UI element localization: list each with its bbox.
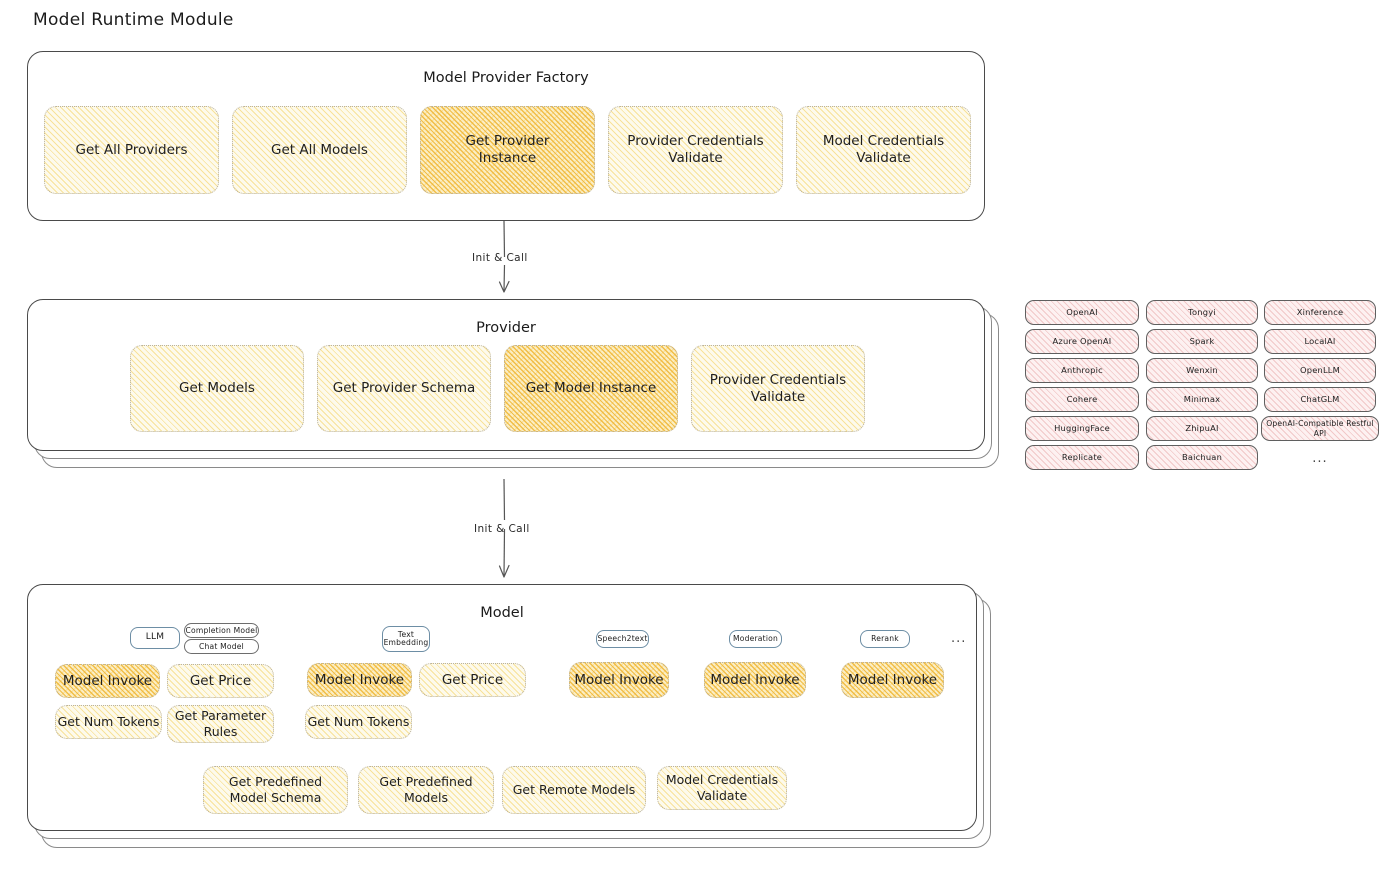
provider-tile-replicate[interactable]: Replicate xyxy=(1025,445,1139,470)
provider-tile-openai-compatible-restful-api[interactable]: OpenAI-Compatible Restful API xyxy=(1261,416,1379,441)
provider-tile-cohere[interactable]: Cohere xyxy=(1025,387,1139,412)
provider-tile-zhipuai[interactable]: ZhipuAI xyxy=(1146,416,1258,441)
method-llm-get-price[interactable]: Get Price xyxy=(167,664,274,698)
badge-llm-completion-model[interactable]: Completion Model xyxy=(184,623,259,638)
arrow-provider-to-model xyxy=(498,478,510,578)
page-title: Model Runtime Module xyxy=(33,10,234,30)
method-get-remote-models[interactable]: Get Remote Models xyxy=(502,766,646,814)
model-types-ellipsis: ... xyxy=(951,631,967,646)
section-title-factory: Model Provider Factory xyxy=(423,70,589,86)
method-model-credentials-validate[interactable]: Model Credentials Validate xyxy=(657,766,787,810)
badge-text-embedding[interactable]: Text Embedding xyxy=(382,626,430,652)
method-text-embedding-model-invoke[interactable]: Model Invoke xyxy=(307,663,412,697)
arrow-factory-to-provider xyxy=(498,220,510,293)
method-llm-get-num-tokens[interactable]: Get Num Tokens xyxy=(55,705,162,739)
method-get-predefined-models[interactable]: Get Predefined Models xyxy=(358,766,494,814)
method-get-provider-schema[interactable]: Get Provider Schema xyxy=(317,345,491,432)
badge-llm-chat-model[interactable]: Chat Model xyxy=(184,639,259,654)
provider-tile-tongyi[interactable]: Tongyi xyxy=(1146,300,1258,325)
badge-speech2text[interactable]: Speech2text xyxy=(596,630,649,648)
provider-tile-huggingface[interactable]: HuggingFace xyxy=(1025,416,1139,441)
method-provider-credentials-validate[interactable]: Provider Credentials Validate xyxy=(691,345,865,432)
method-llm-get-parameter-rules[interactable]: Get Parameter Rules xyxy=(167,705,274,743)
method-get-models[interactable]: Get Models xyxy=(130,345,304,432)
badge-llm[interactable]: LLM xyxy=(130,627,180,649)
section-title-provider: Provider xyxy=(476,320,536,336)
method-speech2text-model-invoke[interactable]: Model Invoke xyxy=(569,662,669,698)
method-get-all-providers[interactable]: Get All Providers xyxy=(44,106,219,194)
provider-tile-openllm[interactable]: OpenLLM xyxy=(1264,358,1376,383)
method-rerank-model-invoke[interactable]: Model Invoke xyxy=(841,662,944,698)
provider-tile-localai[interactable]: LocalAI xyxy=(1264,329,1376,354)
provider-tile-minimax[interactable]: Minimax xyxy=(1146,387,1258,412)
provider-list-ellipsis: ... xyxy=(1312,450,1328,466)
provider-tile-xinference[interactable]: Xinference xyxy=(1264,300,1376,325)
provider-tile-spark[interactable]: Spark xyxy=(1146,329,1258,354)
provider-tile-openai[interactable]: OpenAI xyxy=(1025,300,1139,325)
method-text-embedding-get-num-tokens[interactable]: Get Num Tokens xyxy=(305,705,412,739)
provider-tile-chatglm[interactable]: ChatGLM xyxy=(1264,387,1376,412)
method-get-model-instance[interactable]: Get Model Instance xyxy=(504,345,678,432)
provider-tile-azure-openai[interactable]: Azure OpenAI xyxy=(1025,329,1139,354)
method-model-credentials-validate-factory[interactable]: Model Credentials Validate xyxy=(796,106,971,194)
method-provider-credentials-validate-factory[interactable]: Provider Credentials Validate xyxy=(608,106,783,194)
method-get-predefined-model-schema[interactable]: Get Predefined Model Schema xyxy=(203,766,348,814)
badge-rerank[interactable]: Rerank xyxy=(860,630,910,648)
arrow-label-init-and-call-2: Init & Call xyxy=(474,523,530,535)
method-get-provider-instance[interactable]: Get Provider Instance xyxy=(420,106,595,194)
section-title-model: Model xyxy=(480,605,524,621)
provider-tile-anthropic[interactable]: Anthropic xyxy=(1025,358,1139,383)
method-llm-model-invoke[interactable]: Model Invoke xyxy=(55,664,160,698)
badge-moderation[interactable]: Moderation xyxy=(729,630,782,648)
arrow-label-init-and-call-1: Init & Call xyxy=(472,252,528,264)
provider-tile-baichuan[interactable]: Baichuan xyxy=(1146,445,1258,470)
method-text-embedding-get-price[interactable]: Get Price xyxy=(419,663,526,697)
method-moderation-model-invoke[interactable]: Model Invoke xyxy=(704,662,806,698)
provider-tile-wenxin[interactable]: Wenxin xyxy=(1146,358,1258,383)
method-get-all-models[interactable]: Get All Models xyxy=(232,106,407,194)
